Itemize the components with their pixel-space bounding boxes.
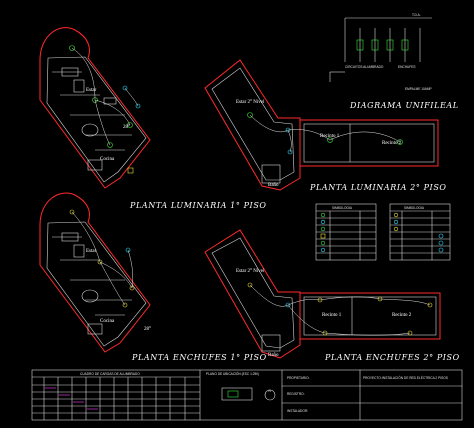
instalador-label: INSTALADOR: <box>287 409 308 413</box>
room-label-bano-b: Baño <box>268 353 279 358</box>
unifilar-enchufes-label: ENCHUFES <box>398 65 416 69</box>
room-label-estar-2-nivel-b: Estar 2° Nivel <box>236 269 265 274</box>
room-label-recinto-2-b: Recinto 2 <box>392 313 412 318</box>
room-label-cocina-2: Cocina <box>100 319 115 324</box>
room-label-estar-2: Estar <box>86 249 97 254</box>
room-label-estar-2-nivel: Estar 2° Nivel <box>236 100 265 105</box>
plan-ench-2nd-floor: Estar 2° Nivel Recinto 1 Recinto 2 Baño <box>204 229 441 359</box>
room-label-recinto-2: Recinto 2 <box>382 141 402 146</box>
proyecto-label: PROYECTO: <box>363 376 382 380</box>
north-arrow: N <box>269 389 272 393</box>
title-planta-luminaria-1: PLANTA LUMINARIA 1° PISO <box>129 201 267 210</box>
plan-ench-1st-floor: Estar Cocina 28° <box>39 192 151 353</box>
plan-lum-1st-floor: Estar Cocina 28° <box>39 27 151 189</box>
svg-text:28°: 28° <box>144 327 151 332</box>
registro-label: REGISTRO: <box>287 392 305 396</box>
unifilar-circuits-label: CIRCUITOS ALUMBRADO <box>345 65 384 69</box>
legend-lum-title: SIMBOLOGIA <box>332 206 353 210</box>
load-table-title: CUADRO DE CARGAS DE ALUMBRADO <box>80 372 140 376</box>
room-label-recinto-1-b: Recinto 1 <box>322 313 342 318</box>
room-label-bano: Baño <box>268 183 279 188</box>
title-planta-luminaria-2: PLANTA LUMINARIA 2° PISO <box>309 183 447 192</box>
plano-ubicacion-label: PLANO DE UBICACIÓN (ESC 1:250) <box>206 371 259 376</box>
proyecto-value: INSTALACIÓN DE RED ELÉCTRICA 2 PISOS <box>382 375 448 380</box>
legend-luminaria: SIMBOLOGIA <box>315 203 377 261</box>
propietario-label: PROPIETARIO: <box>287 376 310 380</box>
room-label-estar: Estar <box>86 88 97 93</box>
legend-enchufes: SIMBOLOGIA <box>389 203 451 261</box>
title-diagrama-unifilar: DIAGRAMA UNIFILEAL <box>349 101 459 110</box>
diagram-unifilar: T.D.A. CIRCUITOS ALUMBRADO ENCHUFES EMPA… <box>329 13 432 91</box>
legend-ench-title: SIMBOLOGIA <box>404 206 425 210</box>
title-planta-enchufes-1: PLANTA ENCHUFES 1° PISO <box>131 353 267 362</box>
room-label-cocina: Cocina <box>100 157 115 162</box>
svg-text:28°: 28° <box>123 125 130 130</box>
room-label-recinto-1: Recinto 1 <box>320 134 340 139</box>
title-planta-enchufes-2: PLANTA ENCHUFES 2° PISO <box>324 353 460 362</box>
plan-lum-2nd-floor: Estar 2° Nivel Recinto 1 Recinto 2 Baño <box>204 59 439 191</box>
unifilar-tda-label: T.D.A. <box>412 13 421 17</box>
unifilar-main-label: EMPALME 10AMP <box>405 87 432 91</box>
title-block: CUADRO DE CARGAS DE ALUMBRADO PLANO DE U… <box>31 369 463 421</box>
